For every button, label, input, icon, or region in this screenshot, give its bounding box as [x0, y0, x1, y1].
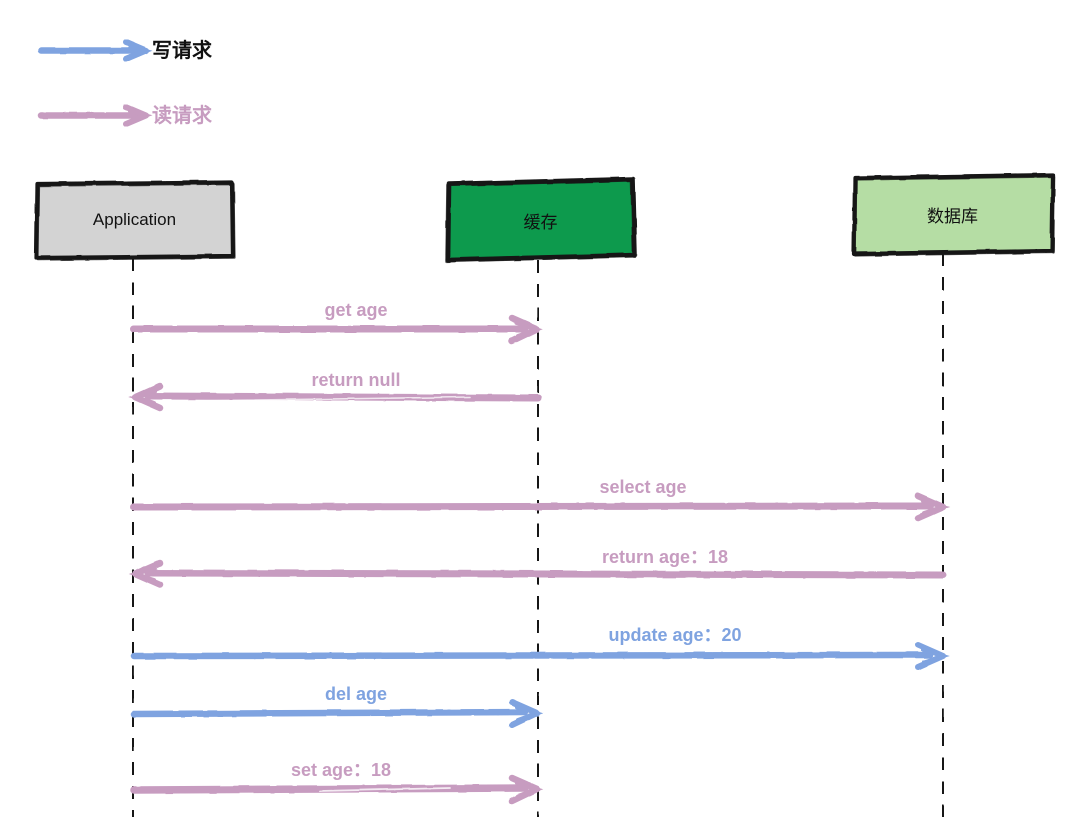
message-arrow-select-age[interactable]	[130, 492, 950, 522]
message-arrow-update-age[interactable]	[130, 642, 950, 670]
message-label-return-null: return null	[311, 370, 401, 390]
message-label-update-age: update age：20	[608, 625, 742, 645]
message-label-get-age: get age	[324, 300, 388, 320]
message-label-del-age: del age	[324, 684, 388, 704]
legend-label-write-request: 写请求	[152, 40, 212, 62]
legend-write-arrow-icon	[37, 39, 153, 62]
lifeline-application	[130, 257, 136, 818]
message-arrow-return-age[interactable]	[128, 559, 947, 589]
participant-label-cache: 缓存	[523, 212, 558, 232]
message-arrow-return-null[interactable]	[128, 382, 542, 412]
message-label-return-age: return age：18	[601, 547, 729, 567]
participant-box-application[interactable]	[33, 179, 236, 261]
lifeline-database	[940, 252, 946, 818]
message-arrow-del-age[interactable]	[130, 699, 544, 728]
message-arrow-get-age[interactable]	[130, 314, 544, 345]
message-label-select-age: select age	[599, 477, 687, 497]
participant-label-database: 数据库	[927, 206, 978, 226]
legend-label-read-request: 读请求	[152, 105, 212, 127]
message-arrow-set-age[interactable]	[130, 774, 544, 805]
legend-read-arrow-icon	[37, 104, 153, 127]
participant-box-database[interactable]	[851, 172, 1056, 257]
message-label-set-age: set age：18	[290, 760, 392, 780]
participant-label-application: Application	[92, 210, 177, 229]
participant-box-cache[interactable]	[445, 176, 638, 263]
lifeline-cache	[535, 259, 541, 818]
